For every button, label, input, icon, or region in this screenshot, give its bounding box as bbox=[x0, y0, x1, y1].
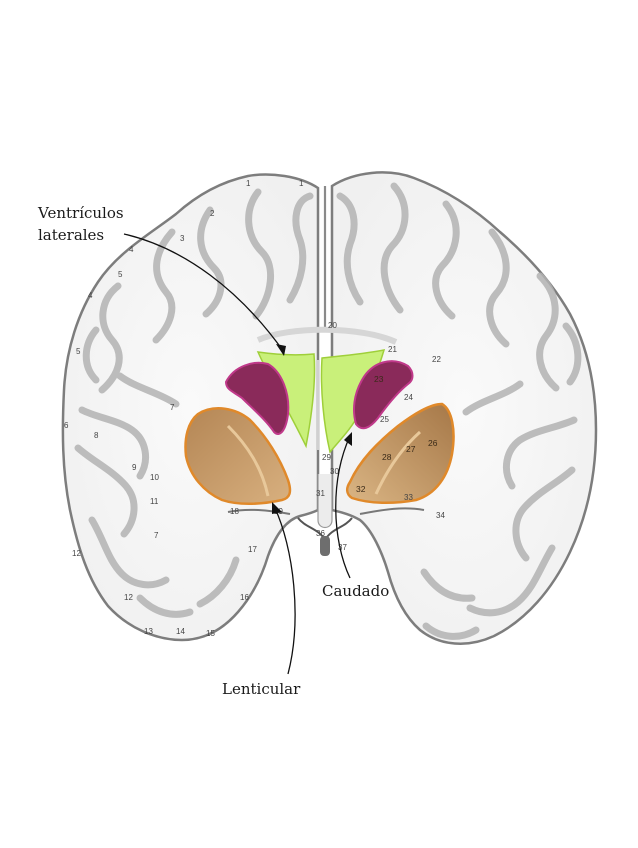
lenticular-label: Lenticular bbox=[222, 680, 301, 698]
number-label: 34 bbox=[436, 511, 445, 520]
number-label: 13 bbox=[144, 627, 153, 636]
number-label: 12 bbox=[72, 549, 81, 558]
number-label: 36 bbox=[316, 529, 325, 538]
number-label: 18 bbox=[230, 507, 239, 516]
number-label: 9 bbox=[132, 463, 137, 472]
caudate-label: Caudado bbox=[322, 582, 389, 600]
number-label: 27 bbox=[406, 444, 416, 454]
number-label: 2 bbox=[210, 209, 215, 218]
number-label: 32 bbox=[356, 484, 366, 494]
number-label: 1 bbox=[246, 179, 251, 188]
number-label: 20 bbox=[328, 321, 337, 330]
number-label: 23 bbox=[374, 374, 384, 384]
ventricles-label-line1: Ventrículos bbox=[37, 204, 124, 222]
number-label: 7 bbox=[154, 531, 159, 540]
number-label: 1 bbox=[299, 179, 304, 188]
number-label: 11 bbox=[150, 497, 159, 506]
number-label: 31 bbox=[316, 489, 325, 498]
number-label: 10 bbox=[150, 473, 159, 482]
number-label: 5 bbox=[118, 270, 123, 279]
number-label: 25 bbox=[380, 415, 389, 424]
number-label: 21 bbox=[388, 345, 397, 354]
number-label: 7 bbox=[170, 403, 175, 412]
number-label: 15 bbox=[206, 629, 215, 638]
third-ventricle bbox=[318, 474, 332, 528]
number-label: 22 bbox=[432, 355, 441, 364]
number-label: 26 bbox=[428, 438, 438, 448]
pituitary-stalk bbox=[320, 536, 330, 556]
number-label: 4 bbox=[88, 291, 93, 300]
number-label: 5 bbox=[76, 347, 81, 356]
number-label: 4 bbox=[129, 245, 134, 254]
number-label: 14 bbox=[176, 627, 185, 636]
number-label: 24 bbox=[404, 393, 413, 402]
number-label: 28 bbox=[382, 452, 392, 462]
number-label: 16 bbox=[240, 593, 249, 602]
ventricles-label-line2: laterales bbox=[38, 226, 104, 244]
number-label: 12 bbox=[124, 593, 133, 602]
number-label: 33 bbox=[404, 493, 413, 502]
number-label: 3 bbox=[180, 234, 185, 243]
number-label: 29 bbox=[322, 453, 331, 462]
number-label: 6 bbox=[64, 421, 69, 430]
number-label: 8 bbox=[94, 431, 99, 440]
number-label: 17 bbox=[248, 545, 257, 554]
